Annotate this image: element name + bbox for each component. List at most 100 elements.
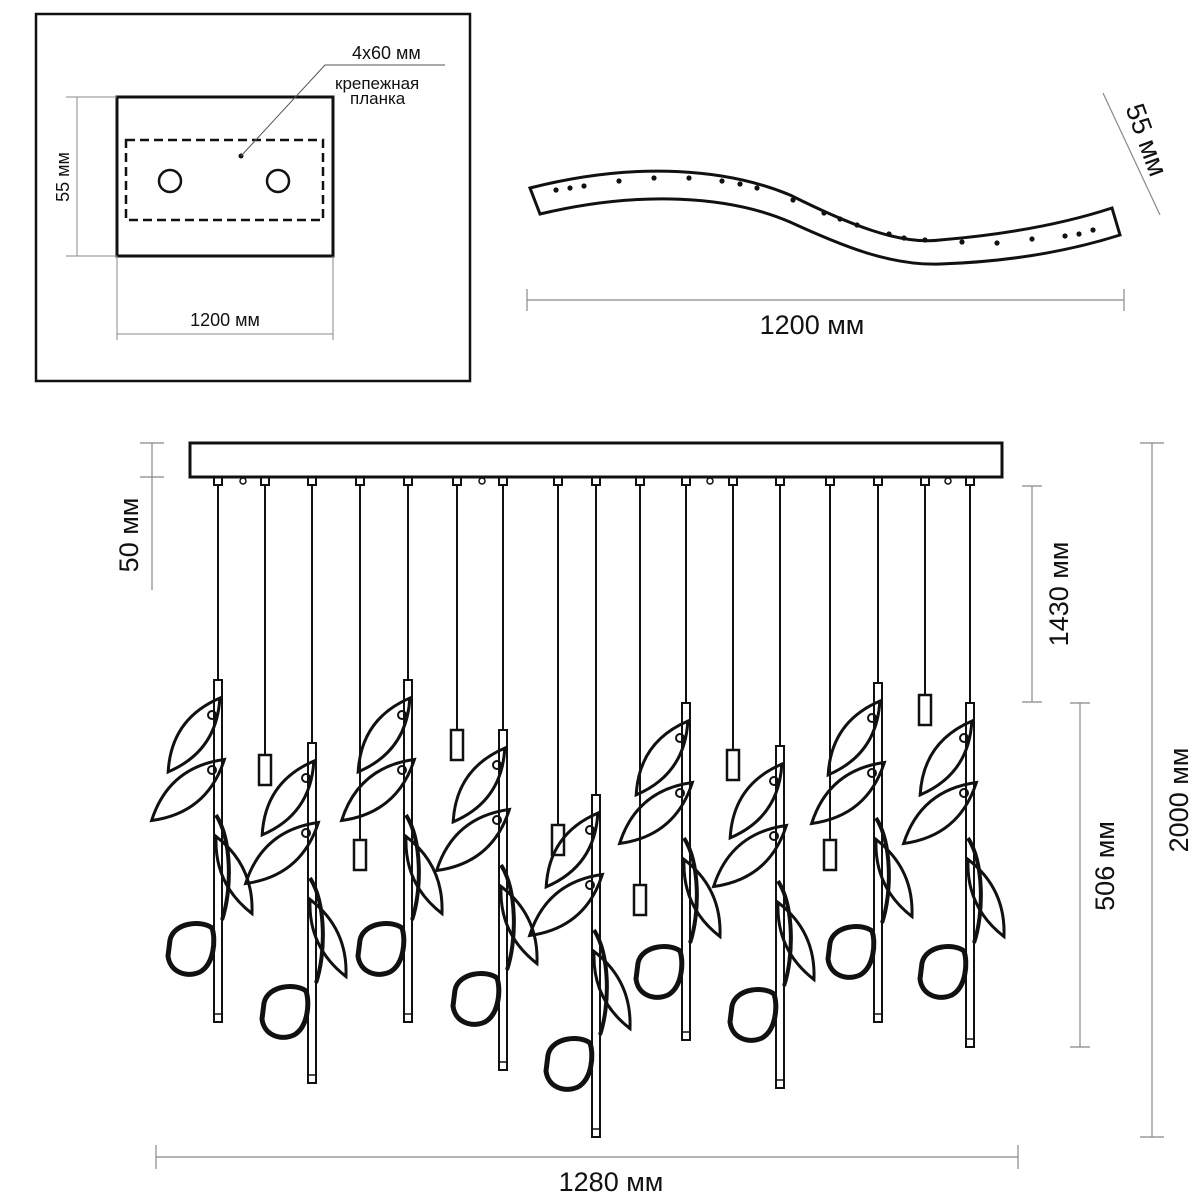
leaf-joint-b-3: [397, 765, 407, 775]
inset-frame: [34, 12, 472, 383]
leaf-upper-5: [544, 810, 600, 890]
leaf-upper-4: [451, 745, 507, 825]
plate-hole-3: [581, 183, 587, 189]
leaf-joint-b-2: [301, 828, 311, 838]
mount-plate-outline: [115, 95, 335, 258]
leaf-upper-7: [728, 761, 784, 841]
leaf-round-4: [450, 971, 502, 1027]
leaf-middle-5: [527, 872, 605, 938]
leaf-joint-b-7: [769, 831, 779, 841]
plate-hole-4: [616, 178, 622, 184]
leaf-round-1: [165, 921, 217, 977]
bracket-size-label: 4х60 мм: [352, 43, 421, 63]
short-pendant-2: [352, 838, 368, 872]
plate-hole-21: [1076, 231, 1082, 237]
leaf-middle-7: [711, 823, 789, 889]
curved-width-label: 1200 мм: [760, 310, 865, 340]
chandelier-front-view: 50 мм 1430 мм 506 мм 2000 мм 1280 мм: [114, 441, 1194, 1197]
pendant-stem-2: [307, 742, 317, 1084]
leaf-edge-6: [682, 836, 699, 944]
leaf-right-3: [404, 833, 444, 917]
leaf-round-9: [917, 944, 969, 1000]
plate-hole-12: [837, 216, 843, 222]
ceiling-canopy: [188, 441, 1004, 479]
leaf-upper-6: [634, 718, 690, 798]
leaf-joint-a-5: [585, 825, 595, 835]
short-pendant-6: [725, 748, 741, 782]
plate-hole-13: [854, 222, 860, 228]
leaf-joint-b-9: [959, 788, 969, 798]
plate-hole-19: [1029, 236, 1035, 242]
leaf-joint-b-1: [207, 765, 217, 775]
curved-height-dim-line: [1102, 92, 1161, 216]
leaf-upper-3: [356, 695, 412, 775]
plate-hole-2: [567, 185, 573, 191]
curved-plate-view: 1200 мм 55 мм: [526, 92, 1174, 340]
plate-hole-18: [994, 240, 1000, 246]
leaf-round-8: [825, 924, 877, 980]
leaf-round-3: [355, 921, 407, 977]
canopy-stud-1: [239, 477, 247, 485]
leaf-right-7: [776, 899, 816, 983]
bracket-note-line2: планка: [350, 89, 406, 108]
leaf-right-6: [682, 856, 722, 940]
leaf-edge-9: [966, 836, 983, 944]
screw-hole-right: [265, 168, 291, 194]
total-height-label: 2000 мм: [1164, 748, 1194, 853]
pendants: [149, 476, 1006, 1138]
mount-height-label: 55 мм: [53, 152, 73, 202]
short-pendant-5: [632, 883, 648, 917]
plate-hole-14: [886, 231, 892, 237]
leaf-joint-a-3: [397, 710, 407, 720]
short-pendant-7: [822, 838, 838, 872]
leaf-middle-8: [809, 760, 887, 826]
leaf-edge-8: [874, 816, 891, 924]
curved-height-label: 55 мм: [1120, 100, 1174, 180]
cord-length-label: 1430 мм: [1044, 542, 1074, 647]
leaf-middle-3: [339, 757, 417, 823]
leaf-upper-1: [166, 695, 222, 775]
leaf-middle-2: [243, 820, 321, 886]
plate-hole-6: [686, 175, 692, 181]
leaf-right-4: [499, 883, 539, 967]
pendant-stem-1: [213, 679, 223, 1023]
plate-hole-1: [553, 187, 559, 193]
leaf-right-9: [966, 856, 1006, 940]
plate-hole-11: [821, 210, 827, 216]
leaf-edge-1: [214, 813, 231, 921]
plate-hole-15: [901, 235, 907, 241]
canopy-stud-4: [944, 477, 952, 485]
plate-hole-5: [651, 175, 657, 181]
plate-hole-22: [1090, 227, 1096, 233]
leaf-round-6: [633, 944, 685, 1000]
plate-hole-8: [737, 181, 743, 187]
plate-hole-10: [790, 197, 796, 203]
leaf-upper-9: [918, 718, 974, 798]
short-pendant-3: [449, 728, 465, 762]
leaf-right-1: [214, 833, 254, 917]
leaf-edge-3: [404, 813, 421, 921]
mounting-bracket: [124, 138, 325, 222]
plate-hole-20: [1062, 233, 1068, 239]
leaf-right-8: [874, 836, 914, 920]
leaf-joint-a-9: [959, 733, 969, 743]
plate-hole-7: [719, 178, 725, 184]
pendant-stem-3: [403, 679, 413, 1023]
leaf-middle-1: [149, 757, 227, 823]
leaf-edge-2: [308, 876, 325, 984]
screw-hole-left: [157, 168, 183, 194]
canopy-stud-3: [706, 477, 714, 485]
leaf-joint-a-4: [492, 760, 502, 770]
pendant-stem-7: [775, 745, 785, 1089]
bracket-leader-line: [240, 64, 445, 157]
plate-hole-16: [922, 237, 928, 243]
canopy-stud-2: [478, 477, 486, 485]
leaf-right-5: [592, 948, 632, 1032]
total-width-label: 1280 мм: [559, 1167, 664, 1197]
leaf-edge-4: [499, 863, 516, 971]
mount-plate-view: 4х60 мм крепежная планка 55 мм 1200 мм: [34, 12, 472, 383]
leaf-round-7: [727, 987, 779, 1043]
leaf-joint-a-7: [769, 776, 779, 786]
leaf-joint-a-1: [207, 710, 217, 720]
pendant-stem-5: [591, 794, 601, 1138]
